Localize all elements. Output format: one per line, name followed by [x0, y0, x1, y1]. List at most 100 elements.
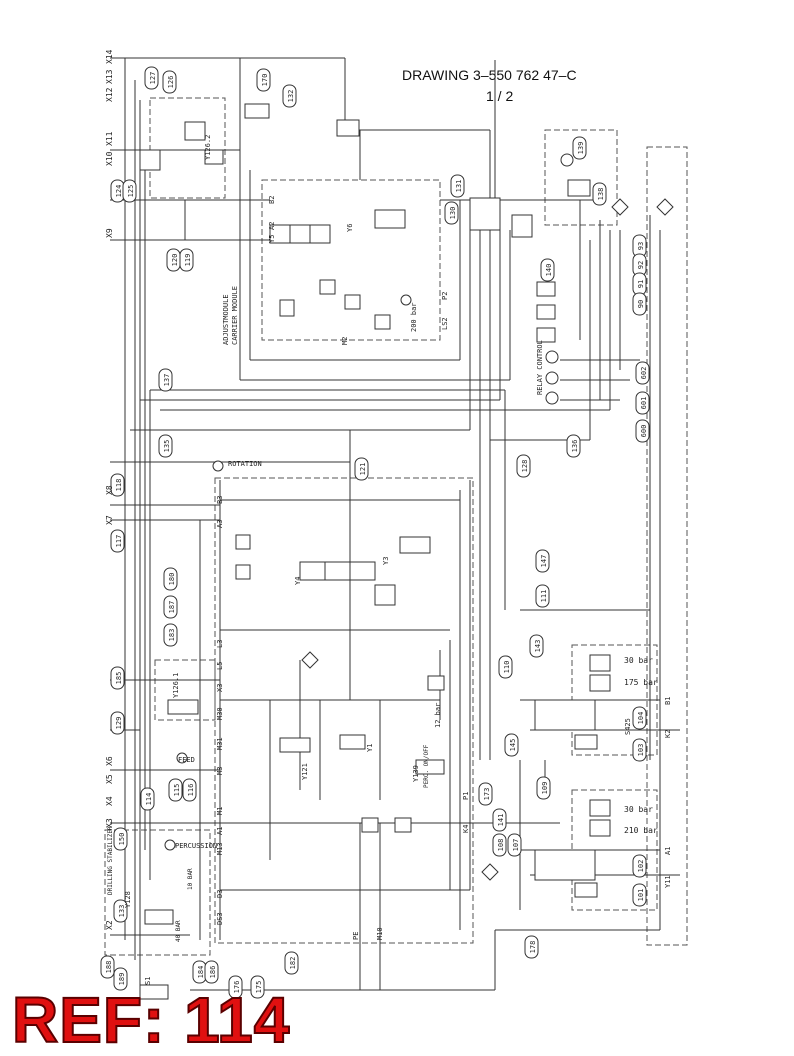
callout-601: 601: [635, 391, 650, 415]
port-x3: X3: [216, 684, 224, 692]
port-y121: Y121: [301, 763, 309, 780]
callout-147: 147: [535, 549, 550, 573]
port-b2: B2: [268, 196, 276, 204]
svg-text:150: 150: [118, 833, 126, 846]
port-m30: M30: [216, 707, 224, 720]
relay-gauge-1-icon: [545, 350, 559, 364]
callout-150: 150: [113, 827, 128, 851]
svg-text:126: 126: [167, 76, 175, 89]
callout-102: 102: [632, 854, 647, 878]
callout-184: 184: [192, 960, 207, 984]
bar-10-label: 10 BAR: [187, 868, 194, 890]
relay-control-label: RELAY CONTROL: [536, 340, 544, 395]
svg-text:188: 188: [105, 961, 113, 974]
callout-114: 114: [140, 787, 155, 811]
callout-187: 187: [163, 595, 178, 619]
y-valves: [139, 675, 445, 1000]
callout-139: 139: [572, 136, 587, 160]
connector-x10: X10: [105, 151, 114, 166]
connector-x13: X13: [105, 69, 114, 84]
svg-text:170: 170: [261, 74, 269, 87]
port-m3: M3: [216, 767, 224, 775]
port-ls2: LS2: [441, 317, 449, 330]
svg-text:147: 147: [540, 555, 548, 568]
callout-185: 185: [110, 666, 125, 690]
svg-text:120: 120: [171, 254, 179, 267]
svg-text:117: 117: [115, 535, 123, 548]
svg-text:92: 92: [637, 261, 645, 269]
callout-125: 125: [122, 179, 137, 203]
svg-text:183: 183: [168, 629, 176, 642]
callout-115: 115: [168, 778, 183, 802]
rotation-feed-valve-frame: [214, 477, 474, 944]
connector-x2: X2: [105, 920, 114, 930]
y126-frame: [154, 659, 216, 721]
pressure-gauges: [164, 153, 574, 851]
callout-127: 127: [144, 66, 159, 90]
svg-text:103: 103: [637, 744, 645, 757]
port-m31: M31: [216, 737, 224, 750]
port-y126-2: Y126.2: [204, 135, 212, 160]
connector-x9: X9: [105, 228, 114, 238]
feed-gauge-icon: [176, 752, 188, 764]
port-a1: A1: [216, 827, 224, 835]
svg-text:90: 90: [637, 300, 645, 308]
connector-x7: X7: [105, 515, 114, 525]
port-a2: A2: [268, 222, 276, 230]
callout-600: 600: [635, 419, 650, 443]
port-k4: K4: [462, 825, 470, 833]
port-ds3: DS3: [216, 912, 224, 925]
relay-gauge-3-icon: [545, 391, 559, 405]
callout-121: 121: [354, 457, 369, 481]
bar-200-label: 200 bar: [410, 302, 418, 332]
port-k2: K2: [664, 730, 672, 738]
callout-118: 118: [110, 473, 125, 497]
svg-text:111: 111: [540, 590, 548, 603]
bar-210-label: 210 bar: [624, 826, 658, 835]
callout-110: 110: [498, 655, 513, 679]
port-y128: Y128: [124, 891, 132, 908]
svg-text:119: 119: [184, 254, 192, 267]
pressure-valves-rotation: [235, 534, 251, 580]
port-p2: P2: [441, 292, 449, 300]
callout-131: 131: [450, 174, 465, 198]
port-b3: B3: [216, 496, 224, 504]
svg-text:127: 127: [149, 72, 157, 85]
connector-x8: X8: [105, 485, 114, 495]
callout-602: 602: [635, 361, 650, 385]
port-b1: B1: [664, 697, 672, 705]
port-y3: Y3: [382, 557, 390, 565]
svg-text:185: 185: [115, 672, 123, 685]
svg-text:115: 115: [173, 784, 181, 797]
svg-text:180: 180: [168, 573, 176, 586]
port-m2: M2: [341, 337, 349, 345]
svg-text:602: 602: [640, 367, 648, 380]
svg-text:110: 110: [503, 661, 511, 674]
rotation-gauge-icon: [212, 460, 224, 472]
callout-183: 183: [163, 623, 178, 647]
svg-text:116: 116: [187, 784, 195, 797]
perc-onoff-label: PERC. ON/OFF: [423, 744, 430, 788]
directional-valve-upper: [269, 209, 406, 244]
port-y4: Y4: [294, 577, 302, 585]
port-s1: S1: [144, 977, 152, 985]
svg-text:93: 93: [637, 242, 645, 250]
callout-117: 117: [110, 529, 125, 553]
port-pe: PE: [352, 932, 360, 940]
callout-137: 137: [158, 368, 173, 392]
svg-text:101: 101: [637, 889, 645, 902]
svg-text:187: 187: [168, 601, 176, 614]
port-m1: M1: [216, 807, 224, 815]
relay-valve-lower: [534, 799, 611, 898]
callout-107: 107: [507, 833, 522, 857]
callout-124: 124: [110, 179, 125, 203]
svg-text:601: 601: [640, 397, 648, 410]
svg-text:176: 176: [233, 981, 241, 994]
relay-valve-upper: [534, 654, 611, 750]
svg-text:132: 132: [287, 90, 295, 103]
callout-180: 180: [163, 567, 178, 591]
svg-text:125: 125: [127, 185, 135, 198]
svg-text:131: 131: [455, 180, 463, 193]
